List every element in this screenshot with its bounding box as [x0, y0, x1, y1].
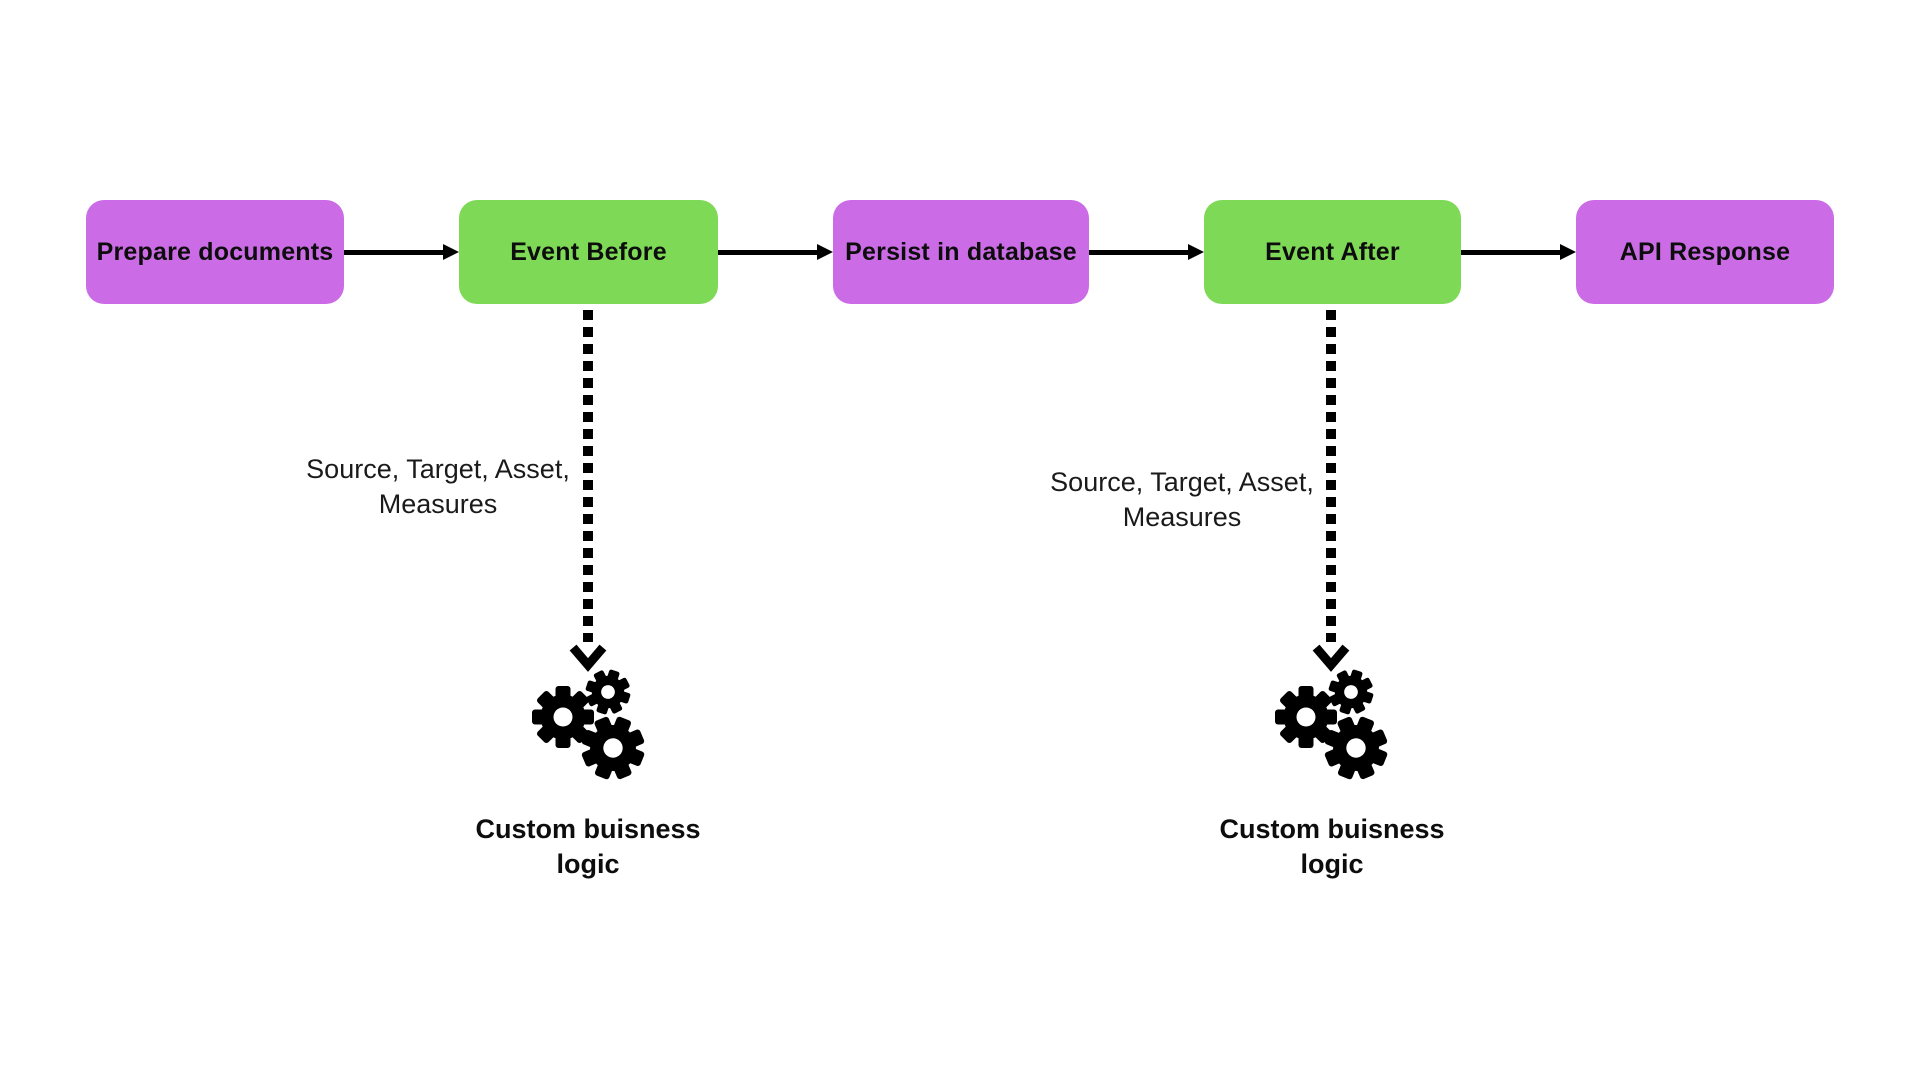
- node-prepare-documents: Prepare documents: [86, 200, 344, 304]
- arrow-line: [344, 250, 443, 255]
- arrow-line: [1089, 250, 1188, 255]
- caption-line: logic: [1300, 849, 1364, 879]
- arrow-head-icon: [1560, 244, 1576, 260]
- arrow-line: [1461, 250, 1560, 255]
- node-label: Event Before: [510, 237, 667, 266]
- arrow-head-icon: [443, 244, 459, 260]
- branch-caption: Custom buisness logic: [1182, 812, 1482, 882]
- branch-annotation: Source, Target, Asset, Measures: [288, 452, 588, 522]
- node-label: API Response: [1619, 237, 1791, 266]
- gears-icon: [532, 663, 655, 790]
- annotation-line: Measures: [1122, 502, 1242, 532]
- branch-annotation: Source, Target, Asset, Measures: [1032, 465, 1332, 535]
- node-event-after: Event After: [1204, 200, 1461, 304]
- node-label: Persist in database: [845, 237, 1077, 266]
- caption-line: logic: [556, 849, 620, 879]
- node-persist-in-database: Persist in database: [833, 200, 1089, 304]
- arrow-head-icon: [817, 244, 833, 260]
- annotation-line: Source, Target, Asset,: [1050, 467, 1314, 497]
- node-label: Event After: [1265, 237, 1400, 266]
- dashed-arrow-line: [583, 310, 593, 642]
- dashed-arrow-head-icon: [569, 644, 607, 672]
- node-event-before: Event Before: [459, 200, 718, 304]
- dashed-arrow-head-icon: [1312, 644, 1350, 672]
- annotation-line: Source, Target, Asset,: [306, 454, 570, 484]
- annotation-line: Measures: [378, 489, 498, 519]
- arrow-line: [718, 250, 817, 255]
- caption-line: Custom buisness: [1219, 814, 1445, 844]
- node-api-response: API Response: [1576, 200, 1834, 304]
- node-label: Prepare documents: [96, 237, 334, 266]
- branch-caption: Custom buisness logic: [438, 812, 738, 882]
- caption-line: Custom buisness: [475, 814, 701, 844]
- gears-icon: [1275, 663, 1398, 790]
- arrow-head-icon: [1188, 244, 1204, 260]
- dashed-arrow-line: [1326, 310, 1336, 642]
